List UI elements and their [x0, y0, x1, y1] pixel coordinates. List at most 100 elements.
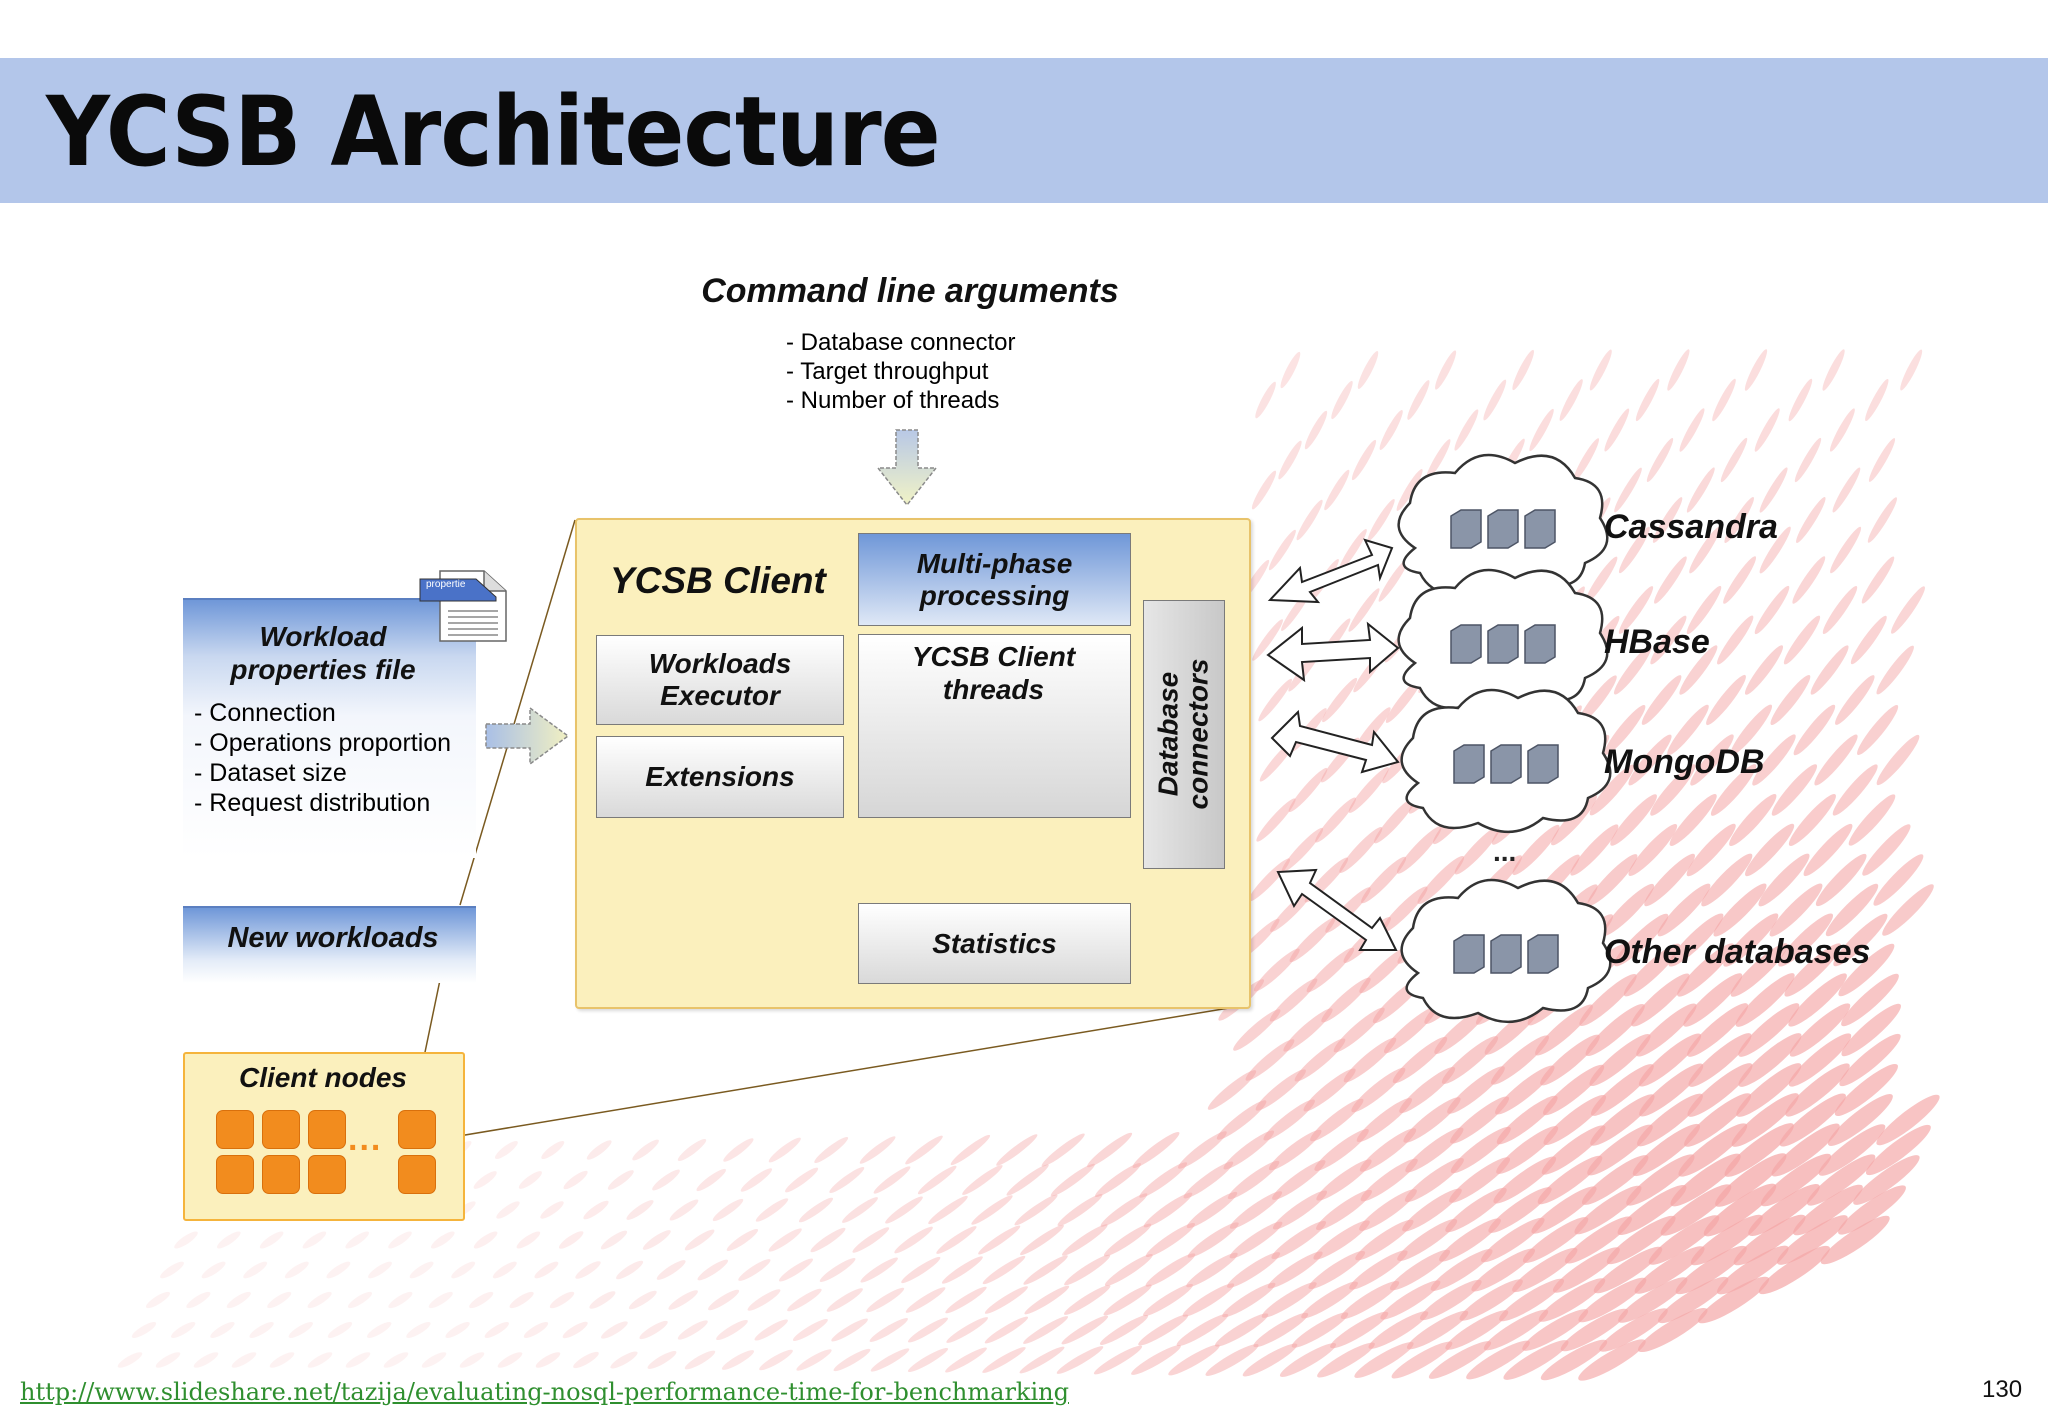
decorative-dot	[905, 1287, 946, 1313]
decorative-dot	[1862, 824, 1911, 876]
decorative-dot	[1679, 408, 1705, 452]
decorative-dot	[1503, 1340, 1569, 1380]
decorative-dot	[1599, 1308, 1668, 1352]
decorative-dot	[1041, 1133, 1085, 1167]
decorative-dot	[885, 1196, 923, 1224]
decorative-dot	[307, 1352, 333, 1368]
decorative-dot	[345, 1352, 371, 1368]
decorative-dot	[1023, 1255, 1068, 1285]
decorative-dot	[917, 1165, 957, 1195]
decorative-dot	[171, 1322, 196, 1338]
decorative-dot	[936, 1226, 977, 1254]
decorative-dot	[1223, 1130, 1275, 1170]
decorative-dot	[1675, 1245, 1747, 1295]
decorative-dot	[1339, 827, 1383, 873]
decorative-dot	[1014, 1194, 1058, 1226]
decorative-dot	[1269, 978, 1318, 1022]
decorative-dot	[160, 1261, 184, 1279]
decorative-dot	[1618, 1277, 1688, 1323]
decorative-dot	[1839, 1033, 1901, 1087]
decorative-dot	[1793, 1184, 1863, 1236]
decorative-dot	[1272, 1190, 1328, 1230]
decorative-dot	[684, 1350, 716, 1370]
decorative-dot	[1428, 1341, 1492, 1379]
decorative-dot	[1825, 883, 1879, 937]
decorative-dot	[1687, 1003, 1749, 1057]
decorative-dot	[1512, 1247, 1578, 1293]
decorative-dot	[810, 1227, 846, 1253]
extensions-label: Extensions	[645, 761, 795, 792]
decorative-dot	[1396, 469, 1423, 511]
decorative-dot	[288, 1322, 313, 1338]
decorative-dot	[1720, 437, 1748, 483]
decorative-dot	[469, 1291, 494, 1309]
decorative-dot	[1623, 943, 1681, 997]
decorative-dot	[1056, 1346, 1104, 1374]
decorative-dot	[1354, 1342, 1414, 1378]
decorative-dot	[1404, 1157, 1464, 1203]
decorative-dot	[1351, 1067, 1406, 1113]
decorative-dot	[945, 1347, 987, 1373]
decorative-dot	[1324, 469, 1350, 511]
decorative-dot	[1291, 1312, 1349, 1348]
decorative-dot	[1214, 1313, 1269, 1347]
client-threads-label: YCSB Client threads	[858, 640, 1129, 706]
decorative-dot	[1585, 1003, 1645, 1057]
decorative-dot	[496, 1201, 520, 1219]
source-link[interactable]: http://www.slideshare.net/tazija/evaluat…	[20, 1378, 1069, 1406]
decorative-dot	[1207, 1070, 1257, 1110]
decorative-dot	[1057, 1193, 1103, 1227]
decorative-dot	[1253, 948, 1300, 992]
decorative-dot	[484, 1322, 509, 1338]
decorative-dot	[1865, 1124, 1931, 1176]
client-node	[398, 1155, 436, 1194]
decorative-dot	[962, 1165, 1003, 1195]
decorative-dot	[1730, 704, 1773, 756]
decorative-dot	[1402, 1188, 1462, 1232]
decorative-dot	[677, 1138, 707, 1162]
decorative-dot	[1686, 585, 1722, 635]
decorative-dot	[607, 1170, 634, 1190]
decorative-dot	[1724, 496, 1754, 544]
decorative-dot	[1667, 349, 1690, 391]
decorative-dot	[1591, 1064, 1654, 1116]
decorative-dot	[1564, 1216, 1632, 1264]
decorative-dot	[1316, 1159, 1372, 1201]
decorative-dot	[1145, 1222, 1196, 1258]
decorative-dot	[1589, 764, 1635, 816]
decorative-dot	[708, 1289, 740, 1311]
decorative-dot	[1466, 1340, 1530, 1380]
decorative-dot	[1876, 1094, 1940, 1146]
decorative-dot	[721, 1350, 755, 1370]
decorative-dot	[1631, 973, 1690, 1027]
client-node	[216, 1110, 254, 1149]
decorative-dot	[1306, 947, 1355, 993]
decorative-dot	[563, 1170, 588, 1190]
decorative-dot	[540, 1201, 564, 1219]
decorative-dot	[1724, 1123, 1794, 1177]
decorative-dot	[1439, 1218, 1501, 1262]
decorative-dot	[1873, 854, 1924, 906]
decorative-dot	[1338, 528, 1367, 572]
workload-file-list: - Connection - Operations proportion - D…	[194, 698, 451, 818]
decorative-dot	[1454, 825, 1501, 875]
decorative-dot	[982, 1347, 1026, 1373]
decorative-dot	[1417, 855, 1465, 905]
decorative-dot	[1632, 1123, 1701, 1177]
decorative-dot	[549, 1291, 575, 1309]
decorative-dot	[1835, 675, 1875, 725]
decorative-dot	[1589, 1033, 1651, 1087]
decorative-dot	[428, 1291, 453, 1309]
decorative-dot	[518, 1171, 542, 1189]
decorative-dot	[1578, 1277, 1647, 1323]
decorative-dot	[759, 1349, 793, 1371]
decorative-dot	[492, 1261, 517, 1279]
workload-right-arrow	[485, 706, 570, 766]
decorative-dot	[652, 1169, 680, 1191]
zoom-line-top	[459, 519, 576, 906]
decorative-dot	[1648, 1215, 1720, 1265]
decorative-dot	[1581, 1155, 1649, 1205]
decorative-dot	[833, 1348, 871, 1372]
decorative-dot	[575, 1261, 601, 1279]
decorative-dot	[1296, 499, 1323, 541]
